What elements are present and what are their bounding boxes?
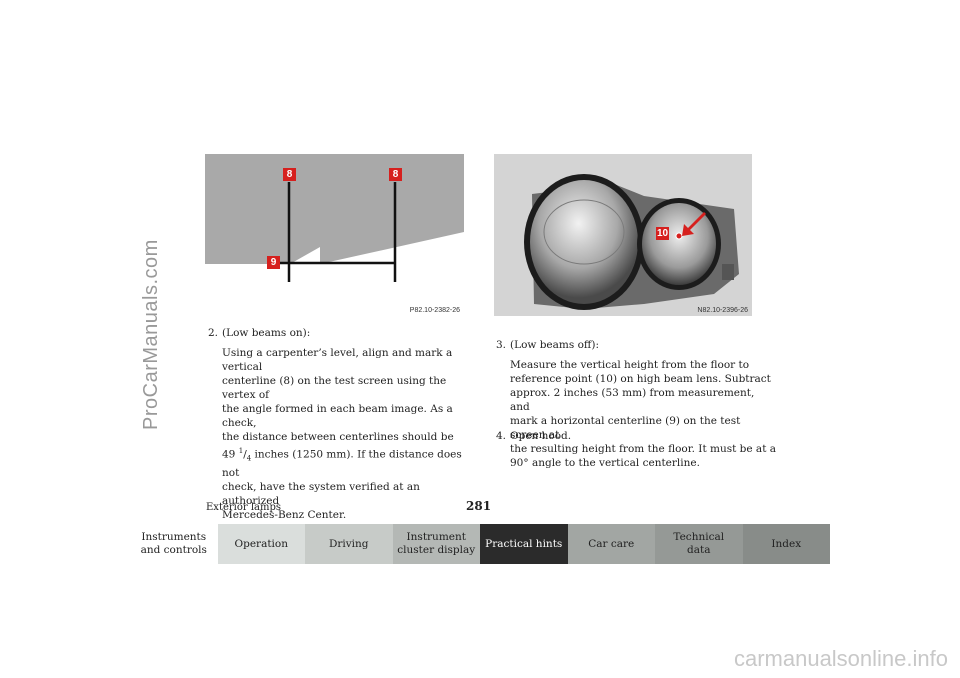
tab-label: Technical (673, 531, 725, 543)
headlamp-figure: 10 N82.10-2396-26 (494, 154, 752, 316)
tab-operation[interactable]: Operation (217, 524, 305, 564)
step-lead: (Low beams off): (510, 339, 600, 351)
side-watermark: ProCarManuals.com (140, 239, 162, 430)
fraction-denominator: 4 (246, 454, 252, 463)
tab-label: Driving (328, 537, 369, 550)
step-text-rest: inches (1250 mm). If the distance does n… (222, 448, 462, 479)
tab-label: Car care (588, 537, 635, 550)
callout-8-left: 8 (283, 168, 296, 181)
step-text-line: check, have the system verified at an au… (222, 480, 420, 507)
tab-practical-hints[interactable]: Practical hints (480, 524, 568, 564)
step-text-line: Mercedes-Benz Center. (222, 508, 347, 521)
beam-alignment-illustration (205, 182, 464, 316)
step-text-line: 49 1/4 inches (1250 mm). If the distance… (222, 447, 462, 479)
tab-driving[interactable]: Driving (305, 524, 393, 564)
step-text-line: Using a carpenter’s level, align and mar… (222, 347, 453, 373)
step-2: 2.(Low beams on): Using a carpenter’s le… (208, 326, 478, 522)
tab-label: cluster display (397, 544, 476, 556)
step-text-line: mark a horizontal centerline (9) on the … (510, 415, 741, 441)
step-lead: (Low beams on): (222, 327, 311, 339)
bottom-watermark: carmanualsonline.info (733, 646, 948, 671)
tab-car-care[interactable]: Car care (567, 524, 655, 564)
whole-number: 49 (222, 448, 236, 461)
step-text-line: the distance between centerlines should … (222, 431, 454, 443)
tab-label: Index (771, 537, 802, 550)
step-text-line: the resulting height from the floor. It … (510, 443, 777, 455)
step-text-line: approx. 2 inches (53 mm) from measuremen… (510, 387, 755, 413)
step-number: 4. (496, 430, 507, 442)
tab-label: Practical hints (485, 537, 563, 550)
step-4: 4.Open hood. (496, 429, 776, 443)
beam-alignment-figure: 8 8 9 P82.10-2382-26 (205, 154, 464, 316)
step-text: Open hood. (510, 430, 572, 442)
step-3: 3.(Low beams off): Measure the vertical … (496, 338, 776, 470)
step-text-line: centerline (8) on the test screen using … (222, 375, 447, 401)
step-text-line: Measure the vertical height from the flo… (510, 359, 750, 371)
step-number: 2. (208, 327, 219, 339)
step-text-line: reference point (10) on high beam lens. … (510, 373, 771, 385)
tab-index[interactable]: Index (742, 524, 830, 564)
callout-9: 9 (267, 256, 280, 269)
tab-label: Operation (234, 537, 288, 550)
tab-label: Instruments (141, 531, 207, 543)
tab-label: Instrument (406, 531, 466, 543)
section-title: Exterior lamps (206, 502, 282, 513)
step-text-line: 90° angle to the vertical centerline. (510, 457, 700, 469)
headlamp-illustration (524, 174, 739, 310)
callout-10: 10 (656, 227, 669, 240)
page-number: 281 (466, 499, 492, 513)
figure-code: N82.10-2396-26 (697, 307, 748, 314)
figure-code: P82.10-2382-26 (409, 307, 460, 314)
step-number: 3. (496, 339, 507, 351)
fraction-numerator: 1 (238, 447, 244, 455)
callout-8-right: 8 (389, 168, 402, 181)
step-text-line: the angle formed in each beam image. As … (222, 403, 453, 429)
tab-label: data (687, 544, 711, 556)
tab-label: and controls (140, 544, 207, 556)
